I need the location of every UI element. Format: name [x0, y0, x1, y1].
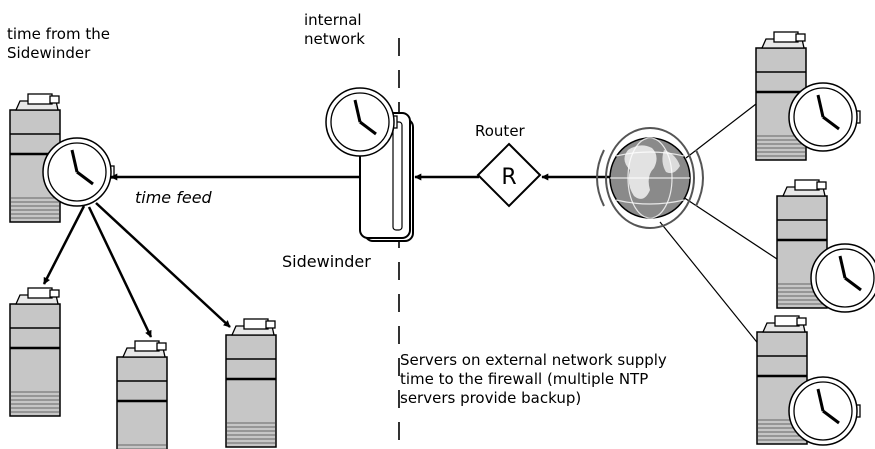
clock-icon — [809, 242, 875, 314]
sidewinder-label: Sidewinder — [282, 252, 371, 271]
arrow-to-client-3 — [95, 202, 231, 328]
internal-network-label: internal network — [304, 11, 365, 48]
clock-icon — [787, 375, 862, 447]
external-ntp-server-1 — [754, 30, 862, 162]
time-from-sidewinder-label: time from the Sidewinder — [7, 25, 110, 62]
sidewinder-firewall-icon — [324, 86, 414, 242]
router-icon — [476, 142, 542, 208]
server-tower-icon — [8, 286, 62, 418]
arrow-to-client-1 — [42, 205, 86, 285]
router-label: Router — [475, 122, 525, 140]
clock-icon — [787, 81, 862, 153]
router-symbol: R — [501, 165, 516, 190]
external-ntp-server-3 — [755, 314, 862, 447]
server-tower-icon — [224, 317, 278, 449]
external-ntp-server-2 — [775, 178, 875, 314]
internet-globe-icon — [596, 127, 704, 229]
clock-icon — [41, 136, 116, 208]
server-tower-icon — [115, 339, 169, 449]
time-feed-label: time feed — [135, 188, 212, 207]
arrow-to-client-2 — [87, 206, 153, 338]
sidewinder-time-server — [8, 92, 116, 224]
external-servers-note: Servers on external network supply time … — [400, 351, 667, 407]
